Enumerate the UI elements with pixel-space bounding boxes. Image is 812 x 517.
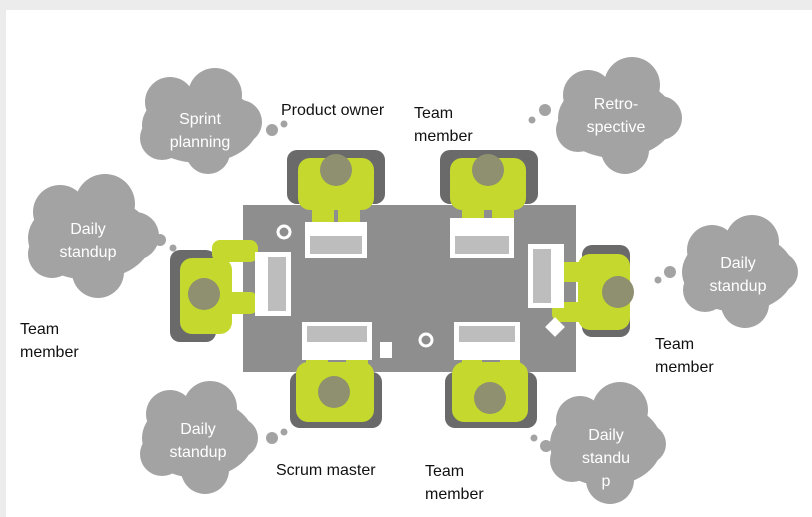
laptop-bottom-right — [454, 322, 520, 360]
meeting-table — [243, 205, 576, 372]
cloud-sprint-planning — [140, 68, 288, 174]
cloud-daily-left — [28, 174, 177, 298]
cloud-text-retrospective: Retro- spective — [586, 96, 646, 136]
cloud-text-daily-bottom-left: Daily standup — [169, 421, 227, 461]
laptop-right — [528, 244, 564, 308]
laptop-bottom-left — [302, 322, 372, 360]
cloud-daily-bottom-left — [140, 381, 288, 494]
cloud-text-daily-left: Daily standup — [59, 221, 117, 261]
label-team-member-right: Team member — [655, 336, 714, 376]
cloud-retrospective — [528, 57, 682, 174]
label-team-member-top: Team member — [414, 105, 473, 145]
cloud-text-daily-right: Daily standup — [709, 255, 767, 295]
notepad — [545, 317, 565, 337]
label-scrum-master: Scrum master — [276, 462, 376, 479]
cloud-shapes — [28, 57, 798, 504]
cloud-daily-bottom-right — [530, 382, 666, 504]
laptop-top-left — [305, 222, 367, 258]
cloud-text-sprint-planning: Sprint planning — [169, 111, 231, 151]
label-product-owner: Product owner — [281, 102, 385, 119]
heads — [188, 154, 634, 414]
cloud-daily-right — [654, 215, 798, 328]
laptop-left — [255, 252, 291, 316]
label-team-member-left: Team member — [20, 321, 79, 361]
cloud-text-daily-bottom-right: Daily standu p — [581, 427, 631, 490]
mugs — [276, 224, 434, 348]
laptops — [255, 218, 564, 360]
label-team-member-bottom: Team member — [425, 463, 484, 503]
phone — [380, 342, 392, 358]
laptop-top-right — [450, 218, 514, 258]
